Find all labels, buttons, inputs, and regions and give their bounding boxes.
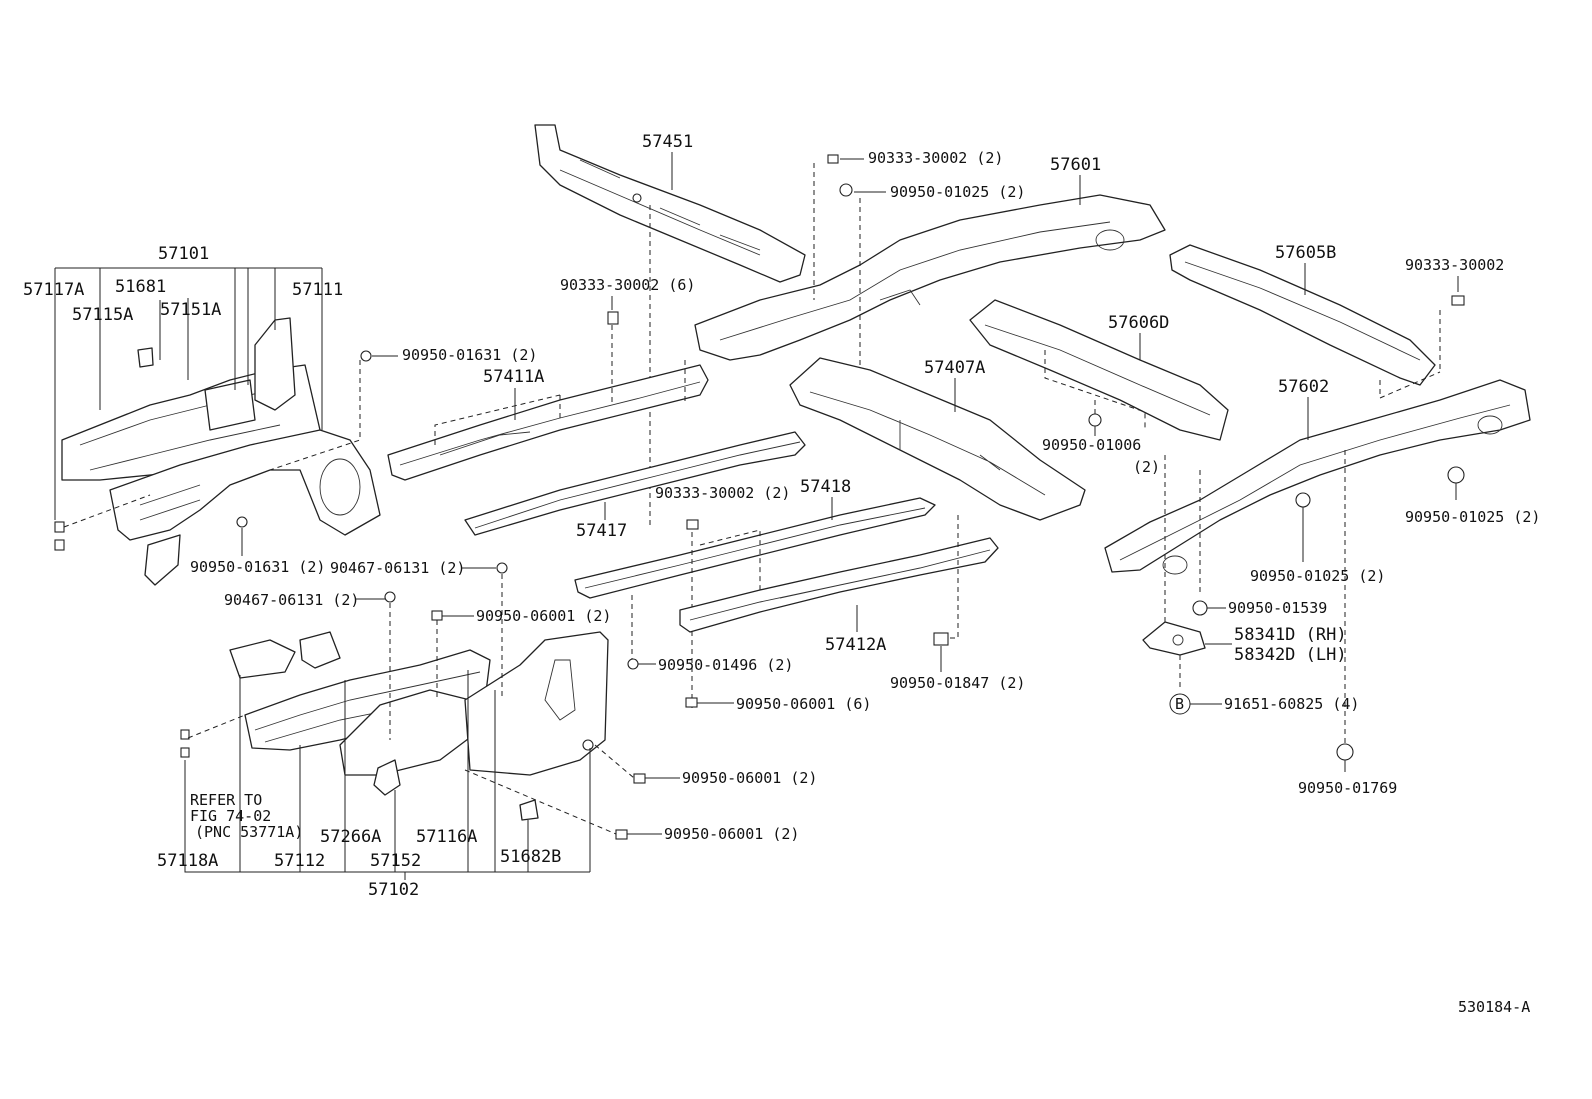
label-57417: 57417 [576, 521, 627, 541]
label-57601: 57601 [1050, 155, 1101, 175]
label-57407A: 57407A [924, 358, 985, 378]
label-90950-01631-lower: 90950-01631 (2) [190, 558, 325, 576]
label-90950-01539: 90950-01539 [1228, 599, 1327, 617]
label-90950-01847: 90950-01847 (2) [890, 674, 1025, 692]
label-57152: 57152 [370, 851, 421, 871]
label-90333-30002-2-top: 90333-30002 (2) [868, 149, 1003, 167]
label-58341D: 58341D (RH) [1234, 625, 1347, 645]
refer-line-2: FIG 74-02 [190, 807, 271, 825]
part-57412A [679, 537, 999, 633]
part-57102-assembly [180, 562, 646, 840]
label-90950-06001-bottom: 90950-06001 (2) [664, 825, 799, 843]
label-90467-06131-left: 90467-06131 (2) [224, 591, 359, 609]
label-90467-06131-right: 90467-06131 (2) [330, 559, 465, 577]
label-57605B: 57605B [1275, 243, 1336, 263]
label-90950-01025-2-right: 90950-01025 (2) [1405, 508, 1540, 526]
part-57411A [387, 311, 709, 481]
part-57407A [789, 357, 1086, 521]
label-57266A: 57266A [320, 827, 381, 847]
part-57451 [534, 124, 806, 283]
label-90333-30002-2-mid: 90333-30002 (2) [655, 484, 790, 502]
label-90950-01006-qty: (2) [1133, 458, 1160, 476]
label-90333-30002-right: 90333-30002 [1405, 256, 1504, 274]
label-90950-01006: 90950-01006 [1042, 436, 1141, 454]
label-91651-60825: 91651-60825 (4) [1224, 695, 1359, 713]
label-57111: 57111 [292, 280, 343, 300]
label-57115A: 57115A [72, 305, 133, 325]
label-57102: 57102 [368, 880, 419, 900]
label-57151A: 57151A [160, 300, 221, 320]
label-90333-30002-6: 90333-30002 (6) [560, 276, 695, 294]
part-57605B [1169, 244, 1436, 386]
label-58342D: 58342D (LH) [1234, 645, 1347, 665]
label-51682B: 51682B [500, 847, 561, 867]
refer-line-3: (PNC 53771A) [195, 823, 303, 841]
label-57606D: 57606D [1108, 313, 1169, 333]
label-57418: 57418 [800, 477, 851, 497]
figure-code: 530184-A [1458, 998, 1530, 1016]
label-90950-06001-6: 90950-06001 (6) [736, 695, 871, 713]
label-57451: 57451 [642, 132, 693, 152]
label-57602: 57602 [1278, 377, 1329, 397]
label-90950-01496: 90950-01496 (2) [658, 656, 793, 674]
label-circle-b: B [1175, 695, 1184, 713]
part-57602 [1104, 379, 1531, 575]
part-57606D [969, 299, 1229, 441]
label-90950-06001-mid: 90950-06001 (2) [682, 769, 817, 787]
label-90950-01025-2-mid: 90950-01025 (2) [1250, 567, 1385, 585]
label-57116A: 57116A [416, 827, 477, 847]
label-57412A: 57412A [825, 635, 886, 655]
label-57118A: 57118A [157, 851, 218, 871]
label-57112: 57112 [274, 851, 325, 871]
label-57411A: 57411A [483, 367, 544, 387]
part-57601 [694, 154, 1166, 361]
refer-line-1: REFER TO [190, 791, 262, 809]
label-90950-01769: 90950-01769 [1298, 779, 1397, 797]
part-57417 [464, 431, 806, 536]
part-57101-assembly [54, 317, 381, 586]
label-51681: 51681 [115, 277, 166, 297]
label-90950-06001-top: 90950-06001 (2) [476, 607, 611, 625]
label-57101: 57101 [158, 244, 209, 264]
label-90950-01025-2-top: 90950-01025 (2) [890, 183, 1025, 201]
label-90950-01631-upper: 90950-01631 (2) [402, 346, 537, 364]
label-57117A: 57117A [23, 280, 84, 300]
part-58341D-bracket [1142, 621, 1206, 656]
